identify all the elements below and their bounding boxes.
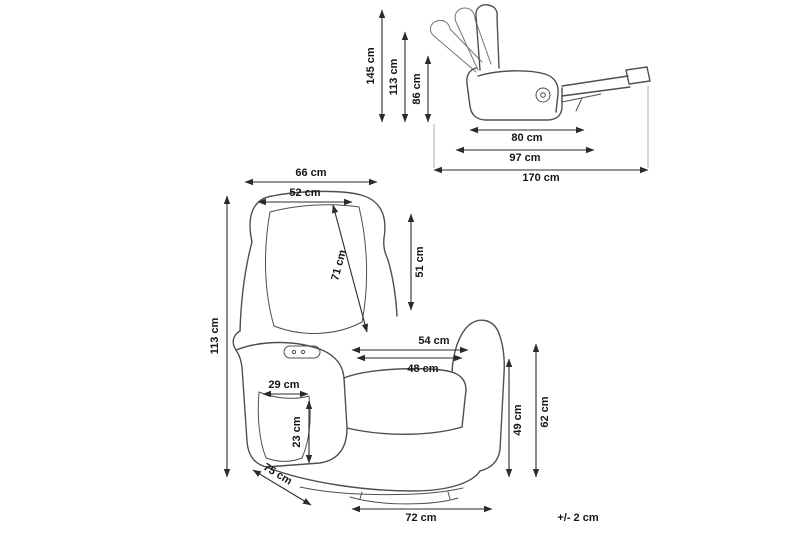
power-control-panel-icon: [283, 345, 321, 359]
dim-front-seat-height: 49 cm: [505, 358, 524, 478]
front-seat-front: [346, 426, 463, 435]
dim-label-front-backrest-diagonal: 71 cm: [329, 248, 349, 281]
side-seat-body: [466, 67, 563, 121]
dim-front-seat-width: 48 cm: [356, 354, 463, 375]
side-footrest-pad: [625, 66, 651, 85]
front-seat-top: [343, 367, 467, 428]
dim-front-armrest-height: 62 cm: [532, 343, 551, 478]
dim-label-front-pocket-height: 23 cm: [291, 416, 303, 447]
dim-label-side-seat-depth: 80 cm: [511, 132, 542, 144]
front-base-lower-line: [299, 486, 464, 496]
dim-front-seat-width-with-arms: 54 cm: [351, 335, 469, 354]
extension-lines: [433, 86, 649, 168]
side-footrest-bottom: [561, 86, 631, 97]
side-pocket-left: [257, 391, 267, 459]
dim-label-front-pocket-width: 29 cm: [268, 379, 299, 391]
dim-label-front-overall-height: 113 cm: [209, 317, 221, 354]
dim-front-backrest-diagonal: 71 cm: [329, 204, 369, 333]
dim-label-front-seat-height: 49 cm: [512, 404, 524, 435]
dim-front-pocket-width: 29 cm: [262, 379, 309, 398]
dim-side-seat-depth: 80 cm: [469, 126, 585, 144]
recliner-side-view-drawing: [429, 4, 651, 121]
dim-label-side-total-height: 145 cm: [365, 47, 377, 85]
control-button-icon: [291, 349, 297, 355]
dim-label-front-seat-width: 48 cm: [407, 363, 438, 375]
front-base-plate: [349, 496, 459, 505]
recliner-front-view-drawing: [232, 190, 505, 505]
side-pocket-bottom: [265, 457, 303, 462]
side-footrest-linkage: [561, 93, 602, 112]
dim-label-front-backrest-height: 51 cm: [414, 246, 426, 277]
dim-front-pocket-height: 23 cm: [291, 400, 313, 464]
front-left-arm-top: [235, 341, 345, 379]
side-pocket-top: [258, 391, 310, 399]
dim-front-backrest-height: 51 cm: [407, 213, 426, 311]
front-base-skirt: [265, 466, 481, 492]
front-back-seam-bottom: [273, 321, 363, 334]
dim-side-back-height: 113 cm: [388, 31, 409, 123]
dim-label-front-overall-width: 66 cm: [295, 167, 326, 179]
side-backrest-ghost-mid: [454, 7, 492, 71]
side-armrest: [477, 70, 559, 113]
dim-front-overall-height: 113 cm: [209, 195, 231, 478]
dim-label-front-seat-width-with-arms: 54 cm: [418, 335, 449, 347]
tolerance-note: +/- 2 cm: [557, 512, 598, 524]
front-back-seam-left: [265, 211, 275, 327]
recline-knob-icon: [535, 87, 551, 103]
dim-side-total-height: 145 cm: [365, 9, 386, 123]
dim-side-reclined-length: 170 cm: [433, 166, 649, 184]
dim-label-side-arm-height: 86 cm: [411, 73, 423, 104]
dim-label-side-reclined-length: 170 cm: [522, 172, 560, 184]
front-left-arm-outer: [232, 330, 267, 468]
dim-label-side-back-height: 113 cm: [388, 58, 400, 95]
front-backrest-outline: [249, 190, 398, 317]
front-left-arm-front: [265, 377, 348, 468]
dim-front-depth: 75 cm: [252, 461, 312, 506]
control-button-icon: [300, 349, 306, 355]
dim-label-front-armrest-height: 62 cm: [539, 396, 551, 427]
dim-front-base-width: 72 cm: [351, 505, 493, 524]
dim-arrow-front-backrest-diagonal: [331, 204, 369, 333]
front-base-feet: [359, 491, 451, 500]
dim-label-side-base-depth: 97 cm: [509, 152, 540, 164]
dim-front-backrest-width: 52 cm: [257, 187, 353, 206]
front-right-arm: [451, 319, 505, 472]
dim-arrow-front-depth: [252, 469, 312, 506]
side-backrest-ghost-reclined: [429, 19, 483, 73]
dim-side-arm-height: 86 cm: [411, 55, 432, 123]
side-backrest-upright: [475, 4, 500, 71]
dim-side-base-depth: 97 cm: [455, 146, 595, 164]
recline-knob-center-icon: [540, 92, 546, 98]
dim-front-overall-width: 66 cm: [244, 167, 378, 186]
front-backrest-left-edge: [239, 241, 253, 332]
dim-label-front-base-width: 72 cm: [405, 512, 436, 524]
dim-label-front-backrest-width: 52 cm: [289, 187, 320, 199]
front-back-seam-top: [269, 204, 360, 213]
side-footrest-top: [561, 75, 629, 87]
